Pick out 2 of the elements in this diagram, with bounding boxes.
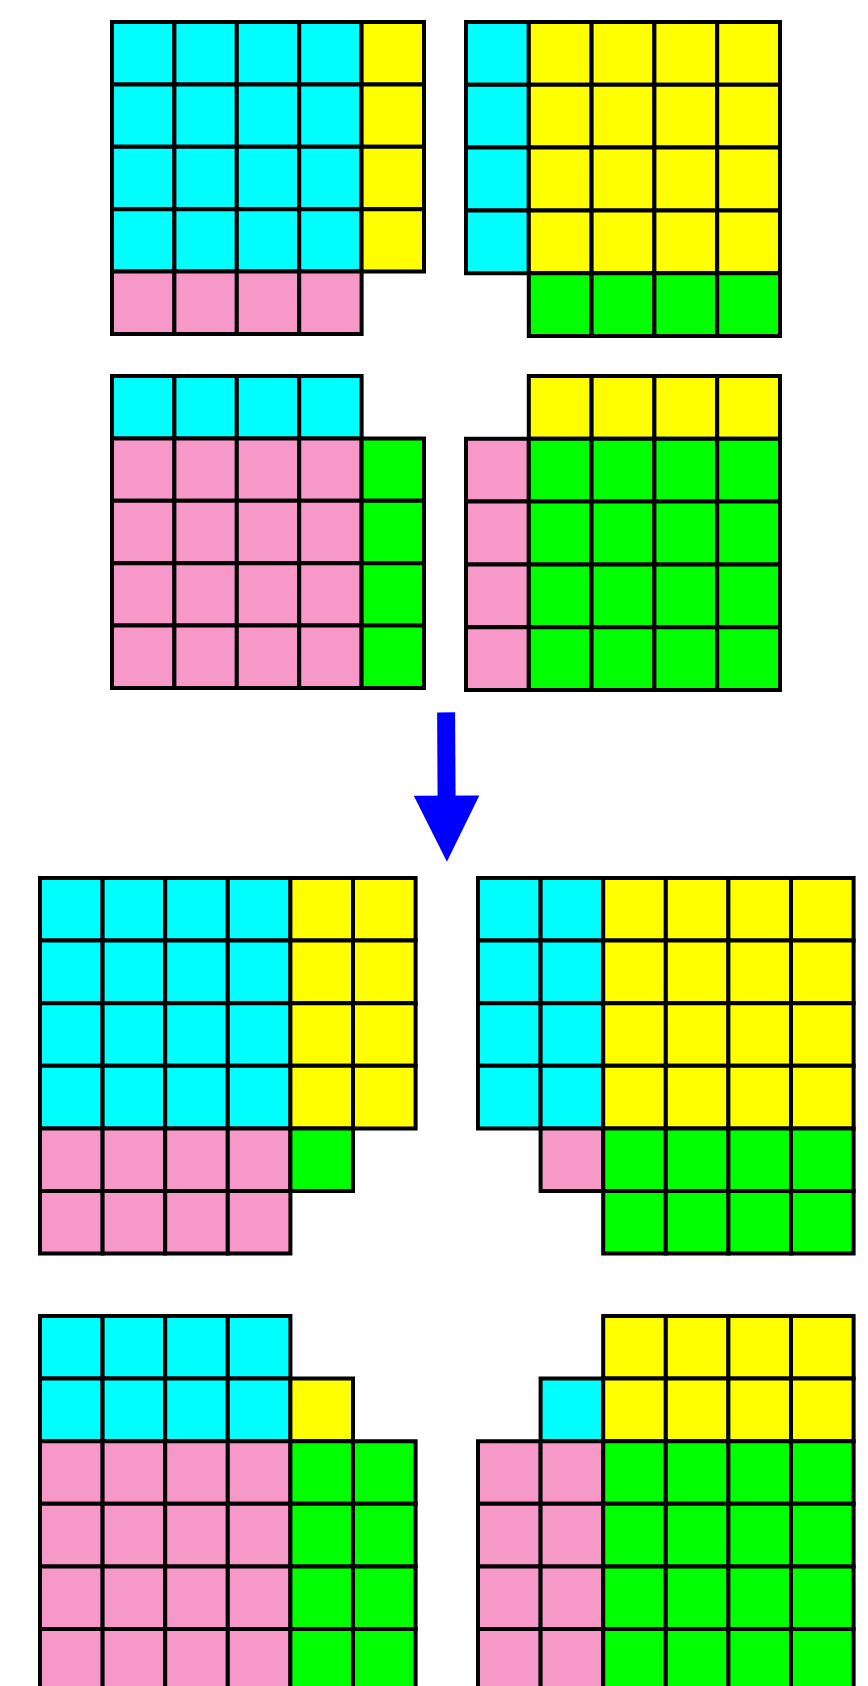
grid-drawing [38,876,856,1686]
grid-drawing [110,20,782,692]
